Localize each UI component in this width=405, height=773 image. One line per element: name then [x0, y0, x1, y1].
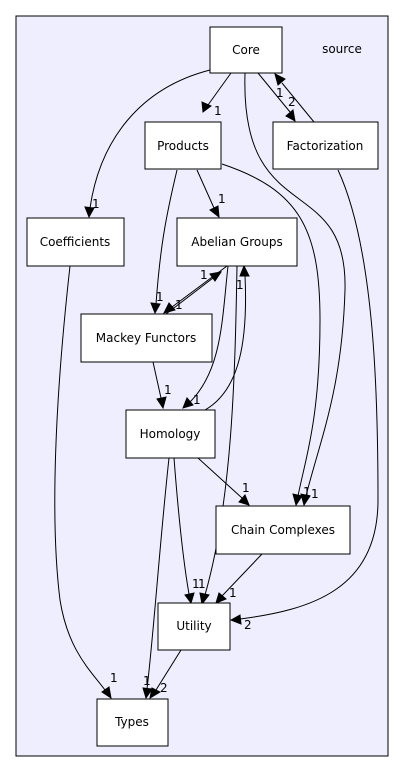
edge-mackey-homology — [152, 361, 162, 399]
node-types[interactable]: Types — [96, 698, 169, 747]
edge-label-mackey-homology: 1 — [164, 383, 172, 397]
node-products-box[interactable] — [144, 121, 222, 170]
node-homology[interactable]: Homology — [125, 409, 216, 459]
node-chain-complexes-label: Chain Complexes — [231, 523, 335, 537]
edge-label-homology-types: 1 — [143, 674, 151, 688]
node-abelian-groups-label: Abelian Groups — [191, 235, 282, 249]
arrow-abelian-utility — [199, 592, 210, 606]
edge-abelian-homology — [189, 265, 229, 403]
edge-label-products-abelian: 1 — [218, 192, 226, 206]
arrow-products-abelian — [209, 205, 220, 219]
cluster-label: source — [322, 42, 362, 56]
arrow-homology-types — [142, 687, 153, 700]
node-products[interactable]: Products — [144, 121, 222, 170]
edge-label-homology-utility: 1 — [192, 577, 200, 591]
edge-label-utility-types: 2 — [160, 681, 168, 695]
edge-homology-utility — [173, 457, 190, 595]
edge-abelian-utility — [204, 265, 238, 596]
node-types-box[interactable] — [96, 698, 169, 747]
edge-label-homology-abelian: 1 — [236, 278, 244, 292]
node-utility-box[interactable] — [157, 602, 231, 651]
edge-products-mackey — [155, 169, 178, 305]
edges: 1 1 2 1 1 1 1 1 1 1 — [54, 69, 379, 700]
arrow-products-mackey — [150, 302, 161, 315]
node-abelian-groups[interactable]: Abelian Groups — [176, 217, 298, 267]
edge-label-mackey-abelian: 1 — [200, 268, 208, 282]
edge-core-products — [207, 72, 232, 106]
arrow-mackey-homology — [156, 396, 167, 410]
arrow-products-chain — [292, 493, 303, 507]
arrow-chain-utility — [215, 592, 227, 604]
edge-label-products-chain: 1 — [303, 485, 311, 499]
edge-core-factorization — [257, 72, 291, 113]
arrow-abelian-homology — [182, 397, 194, 409]
arrow-mackey-abelian — [209, 271, 223, 282]
node-mackey-functors[interactable]: Mackey Functors — [80, 313, 213, 363]
arrow-core-products — [201, 101, 212, 113]
edge-factorization-core — [281, 82, 315, 123]
node-utility-label: Utility — [176, 619, 211, 633]
node-utility[interactable]: Utility — [157, 602, 231, 651]
node-core-label: Core — [232, 43, 260, 57]
edge-label-factorization-utility: 2 — [244, 618, 252, 632]
edge-label-coefficients-types: 1 — [110, 671, 118, 685]
node-chain-complexes[interactable]: Chain Complexes — [215, 505, 351, 555]
arrow-coefficients-types — [101, 686, 112, 700]
node-coefficients-box[interactable] — [26, 217, 125, 267]
edge-utility-types — [155, 649, 182, 691]
edge-label-core-factorization-a: 1 — [276, 86, 284, 100]
node-coefficients[interactable]: Coefficients — [26, 217, 125, 267]
arrow-homology-abelian — [239, 264, 250, 277]
edge-factorization-utility — [239, 169, 379, 620]
edge-coefficients-types — [54, 265, 106, 691]
edge-mackey-abelian — [165, 277, 214, 315]
arrow-factorization-core — [274, 73, 286, 86]
edge-core-coefficients — [89, 69, 211, 209]
edge-homology-abelian — [204, 274, 247, 411]
edge-label-abelian-mackey: 1 — [175, 298, 183, 312]
edge-homology-chain — [197, 457, 243, 499]
edge-label-homology-chain: 1 — [242, 481, 250, 495]
node-core[interactable]: Core — [209, 26, 283, 74]
node-mackey-functors-label: Mackey Functors — [96, 331, 196, 345]
node-factorization-box[interactable] — [272, 121, 379, 170]
node-core-box[interactable] — [209, 26, 283, 74]
node-coefficients-label: Coefficients — [40, 235, 111, 249]
node-chain-complexes-box[interactable] — [215, 505, 351, 555]
edge-label-chain-utility: 1 — [229, 586, 237, 600]
edge-chain-utility — [221, 553, 263, 597]
arrow-homology-utility — [184, 592, 195, 605]
node-products-label: Products — [157, 139, 209, 153]
edge-homology-types — [146, 457, 170, 690]
edge-label-core-coefficients: 1 — [92, 197, 100, 211]
arrow-homology-chain — [238, 494, 250, 506]
edge-label-core-chain: 1 — [311, 487, 319, 501]
edge-label-products-mackey: 1 — [156, 290, 164, 304]
node-types-label: Types — [114, 715, 149, 729]
arrow-core-coefficients — [84, 206, 95, 219]
arrow-utility-types — [149, 687, 162, 700]
arrow-core-factorization — [285, 109, 296, 122]
node-homology-label: Homology — [140, 427, 201, 441]
edge-label-abelian-homology: 1 — [193, 393, 201, 407]
node-factorization-label: Factorization — [287, 139, 364, 153]
arrow-factorization-utility — [229, 614, 242, 625]
node-factorization[interactable]: Factorization — [272, 121, 379, 170]
edge-products-chain — [221, 163, 321, 497]
node-mackey-functors-box[interactable] — [80, 313, 213, 363]
edge-products-abelian — [196, 169, 215, 209]
arrow-core-chain — [300, 493, 311, 507]
edge-label-core-factorization-b: 2 — [288, 95, 296, 109]
node-homology-box[interactable] — [125, 409, 216, 459]
edge-label-core-products: 1 — [214, 104, 222, 118]
edge-label-abelian-utility: 1 — [198, 577, 206, 591]
edge-core-chain — [244, 72, 346, 497]
node-abelian-groups-box[interactable] — [176, 217, 298, 267]
